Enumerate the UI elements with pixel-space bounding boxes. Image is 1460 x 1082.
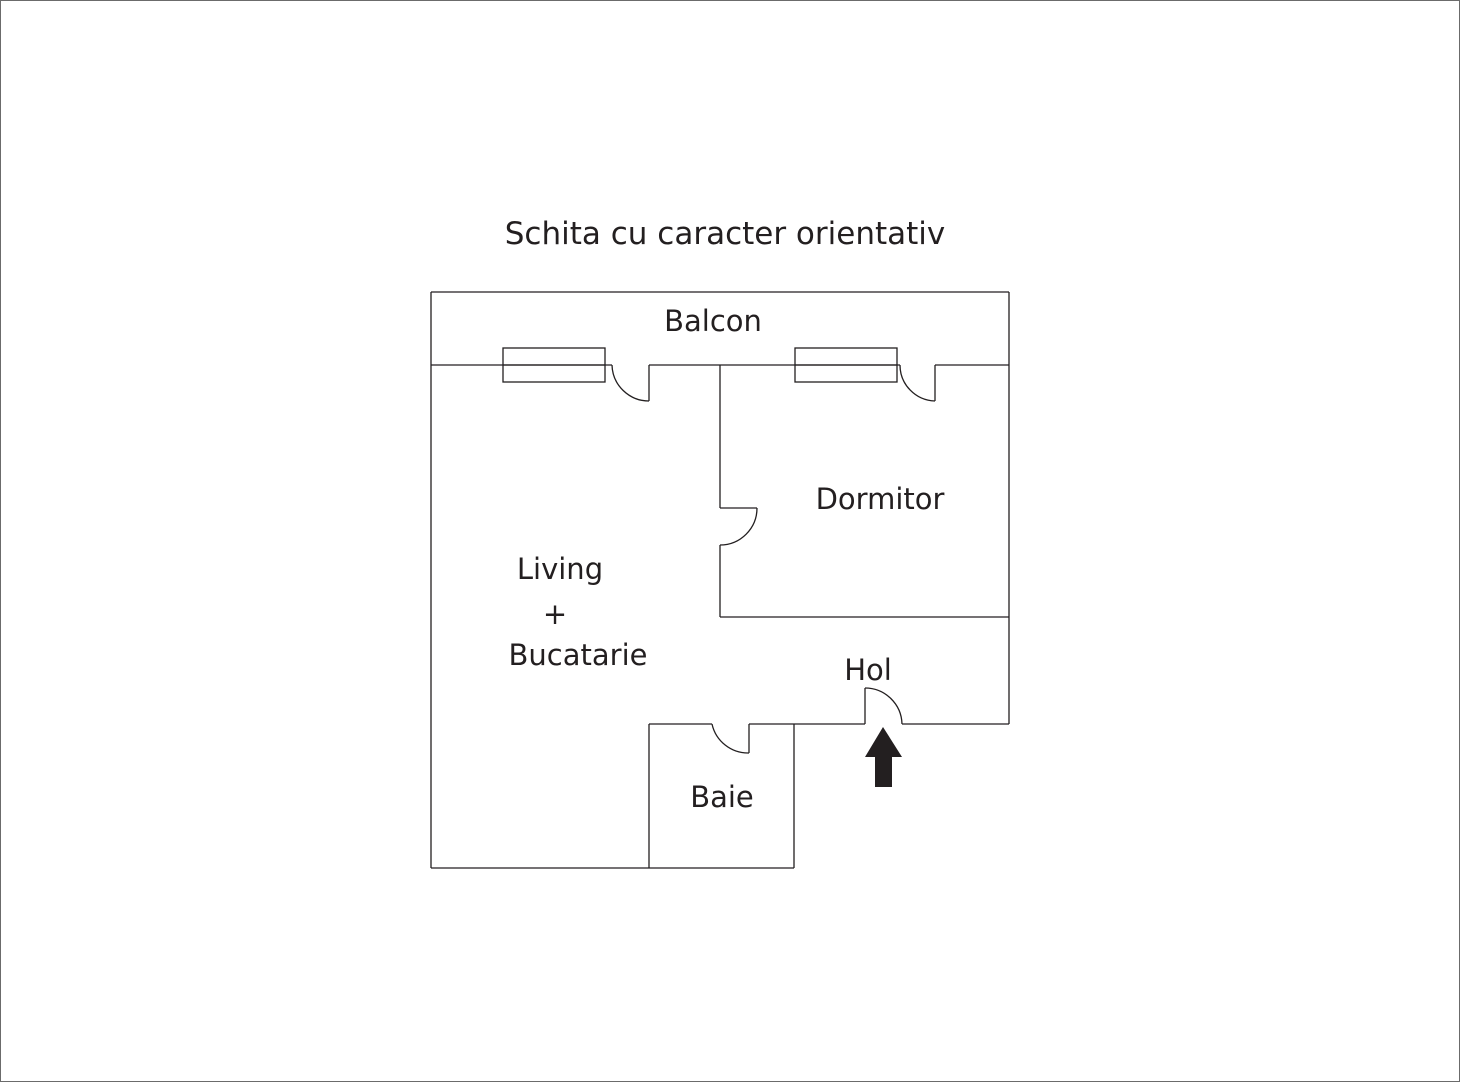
door-entrance bbox=[864, 687, 903, 725]
room-label-hallway: Hol bbox=[844, 653, 892, 687]
door-bedroom-balcony bbox=[899, 364, 936, 402]
door-living-balcony bbox=[611, 364, 650, 402]
room-label-balcony: Balcon bbox=[664, 304, 762, 338]
room-label-living: Living bbox=[517, 552, 603, 586]
entrance-arrow-icon bbox=[865, 727, 902, 787]
plan-title: Schita cu caracter orientativ bbox=[505, 216, 946, 252]
door-bedroom bbox=[719, 507, 758, 546]
window-bedroom bbox=[794, 347, 898, 383]
window-living bbox=[502, 347, 606, 383]
room-label-bathroom: Baie bbox=[690, 780, 754, 814]
outer-walls bbox=[430, 291, 1010, 869]
door-bathroom bbox=[711, 723, 750, 754]
room-label-living-plus: + bbox=[543, 597, 567, 631]
room-label-bedroom: Dormitor bbox=[816, 482, 945, 516]
bathroom-walls bbox=[648, 723, 1009, 868]
bedroom-walls bbox=[719, 365, 1009, 618]
room-label-kitchen: Bucatarie bbox=[509, 638, 648, 672]
